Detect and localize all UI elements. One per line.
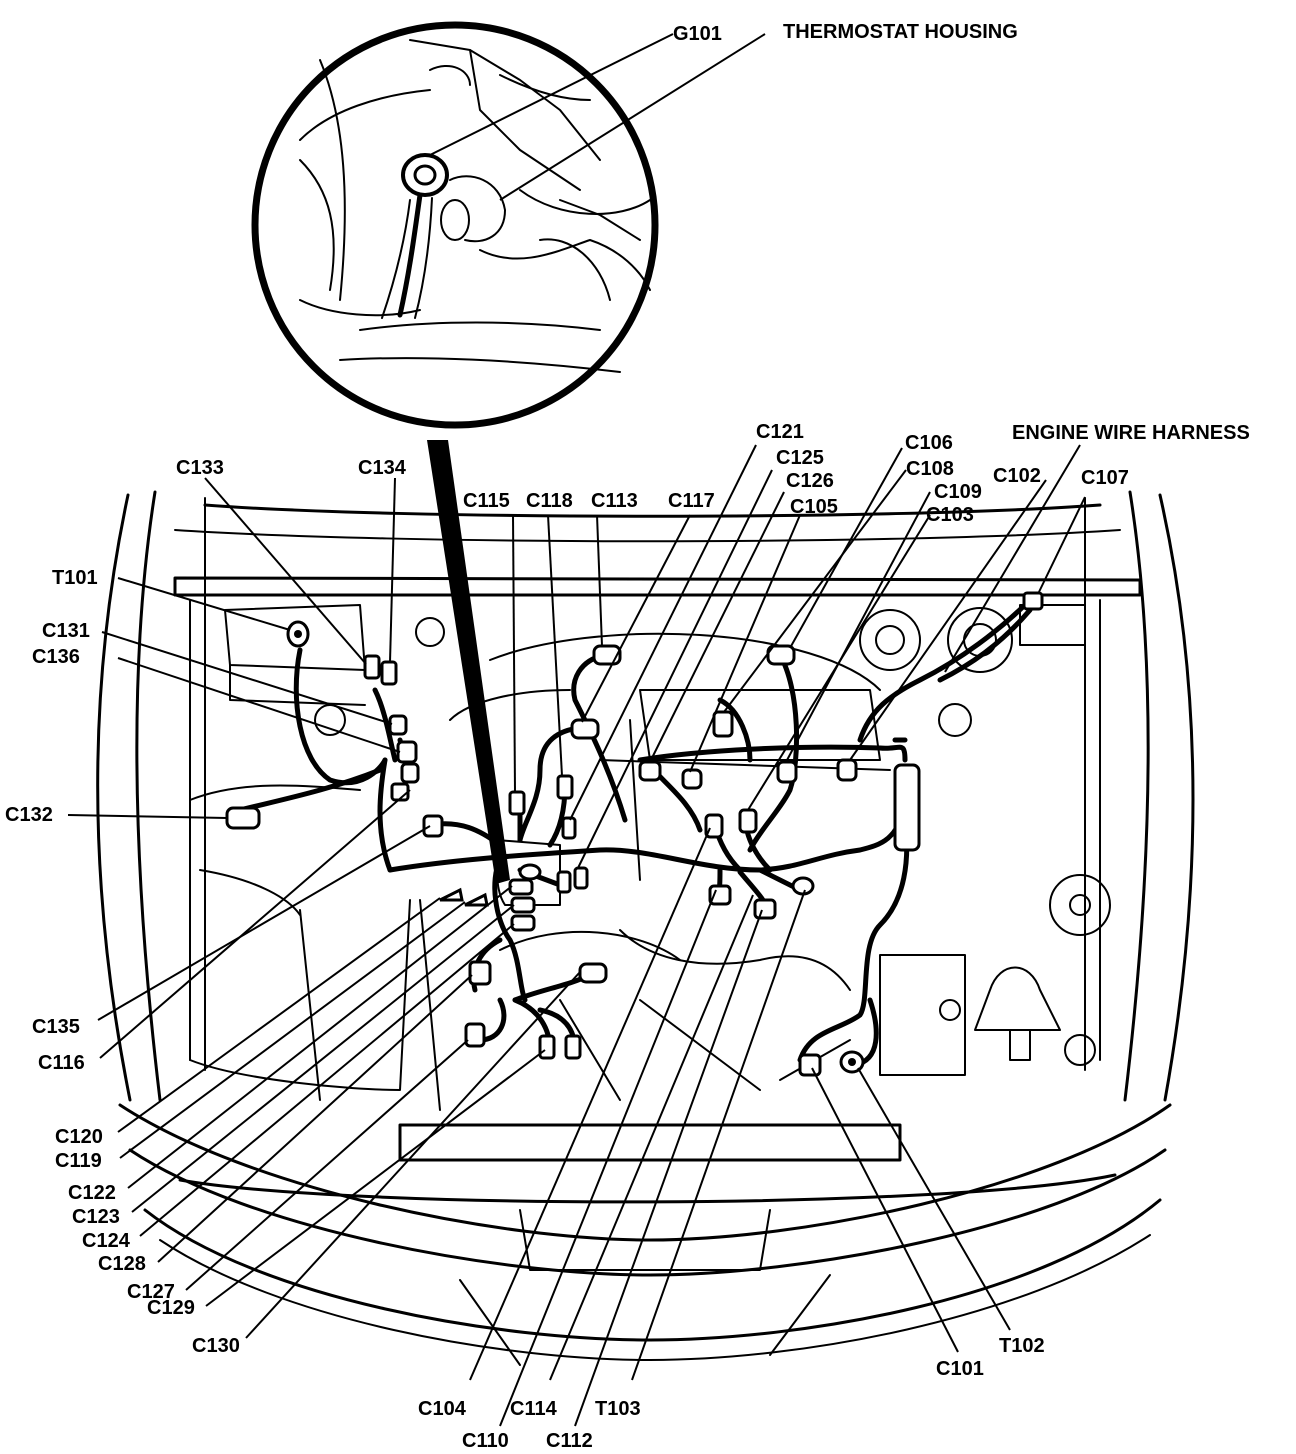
label-c113: C113 — [591, 490, 638, 512]
label-t101: T101 — [52, 567, 98, 589]
label-c126: C126 — [786, 470, 834, 492]
label-c101: C101 — [936, 1358, 984, 1380]
c115-connector — [508, 790, 526, 816]
c117-connector — [570, 718, 600, 740]
label-c135: C135 — [32, 1016, 80, 1038]
label-c122: C122 — [68, 1182, 116, 1204]
harness-relay-box — [893, 763, 921, 852]
label-c104: C104 — [418, 1398, 467, 1420]
g101-ground-wire — [397, 192, 423, 318]
label-c129: C129 — [147, 1297, 195, 1319]
c108-connector — [712, 710, 734, 738]
diagram-labels: G101 THERMOSTAT HOUSING ENGINE WIRE HARN… — [5, 21, 1250, 1452]
label-c125: C125 — [776, 447, 824, 469]
label-c130: C130 — [192, 1335, 240, 1357]
battery-area — [189, 604, 445, 1111]
label-c132: C132 — [5, 804, 53, 826]
inset-engine-detail — [299, 39, 651, 373]
label-c107: C107 — [1081, 467, 1129, 489]
label-c108: C108 — [906, 458, 954, 480]
c127-connector — [464, 1022, 486, 1048]
thermostat-inset — [251, 21, 766, 884]
label-t102: T102 — [999, 1335, 1045, 1357]
label-engine-wire-harness: ENGINE WIRE HARNESS — [1012, 422, 1250, 444]
label-c114: C114 — [510, 1398, 558, 1420]
label-c127: C127 — [127, 1281, 175, 1303]
inset-connector-beam — [427, 440, 510, 884]
label-c131: C131 — [42, 620, 90, 642]
c128-connector — [468, 960, 492, 986]
label-c116: C116 — [38, 1052, 85, 1074]
c130-connector — [578, 962, 608, 984]
g101-ground-bolt — [401, 153, 449, 197]
c136-connector — [396, 740, 418, 764]
c126-connector — [681, 768, 703, 790]
c135-connector — [422, 814, 444, 838]
label-c103: C103 — [926, 504, 974, 526]
right-components — [859, 604, 1111, 1076]
c112-connector — [753, 898, 777, 920]
label-c115: C115 — [463, 490, 510, 512]
c104-connector — [538, 1034, 556, 1060]
c132-connector — [225, 806, 261, 830]
c110-connector — [704, 813, 724, 839]
label-c128: C128 — [98, 1253, 146, 1275]
label-c118: C118 — [526, 490, 573, 512]
leader-lines — [67, 444, 1086, 1427]
leader-g101 — [429, 33, 674, 156]
c102-connector — [836, 758, 858, 782]
label-c121: C121 — [756, 421, 804, 443]
c118-connector — [556, 774, 574, 800]
engine-block — [449, 632, 891, 1101]
label-c134: C134 — [358, 457, 407, 479]
label-c117: C117 — [668, 490, 715, 512]
label-c120: C120 — [55, 1126, 103, 1148]
c133-connector — [363, 654, 381, 680]
c129-connector — [564, 1034, 582, 1060]
c109-connector — [776, 760, 798, 784]
label-c110: C110 — [462, 1430, 509, 1452]
label-c124: C124 — [82, 1230, 131, 1252]
c107-connector — [1022, 591, 1044, 611]
engine-compartment — [96, 490, 1195, 1366]
label-c102: C102 — [993, 465, 1041, 487]
c101-connector — [798, 1053, 822, 1077]
label-c105: C105 — [790, 496, 838, 518]
label-thermostat-housing: THERMOSTAT HOUSING — [783, 21, 1018, 43]
c105-connector — [638, 760, 662, 782]
c134-connector — [380, 660, 398, 686]
inset-circle — [251, 21, 659, 429]
label-c119: C119 — [55, 1150, 102, 1172]
label-c109: C109 — [934, 481, 982, 503]
label-c136: C136 — [32, 646, 80, 668]
leader-thermostat-housing — [499, 33, 766, 201]
label-c133: C133 — [176, 457, 224, 479]
harness-connectors — [225, 591, 1044, 1077]
c103-connector — [738, 808, 758, 834]
label-g101: G101 — [673, 23, 722, 45]
t103-terminal — [791, 876, 815, 896]
label-c112: C112 — [546, 1430, 593, 1452]
c131-connector — [388, 714, 408, 736]
label-c123: C123 — [72, 1206, 120, 1228]
label-t103: T103 — [595, 1398, 641, 1420]
label-c106: C106 — [905, 432, 953, 454]
